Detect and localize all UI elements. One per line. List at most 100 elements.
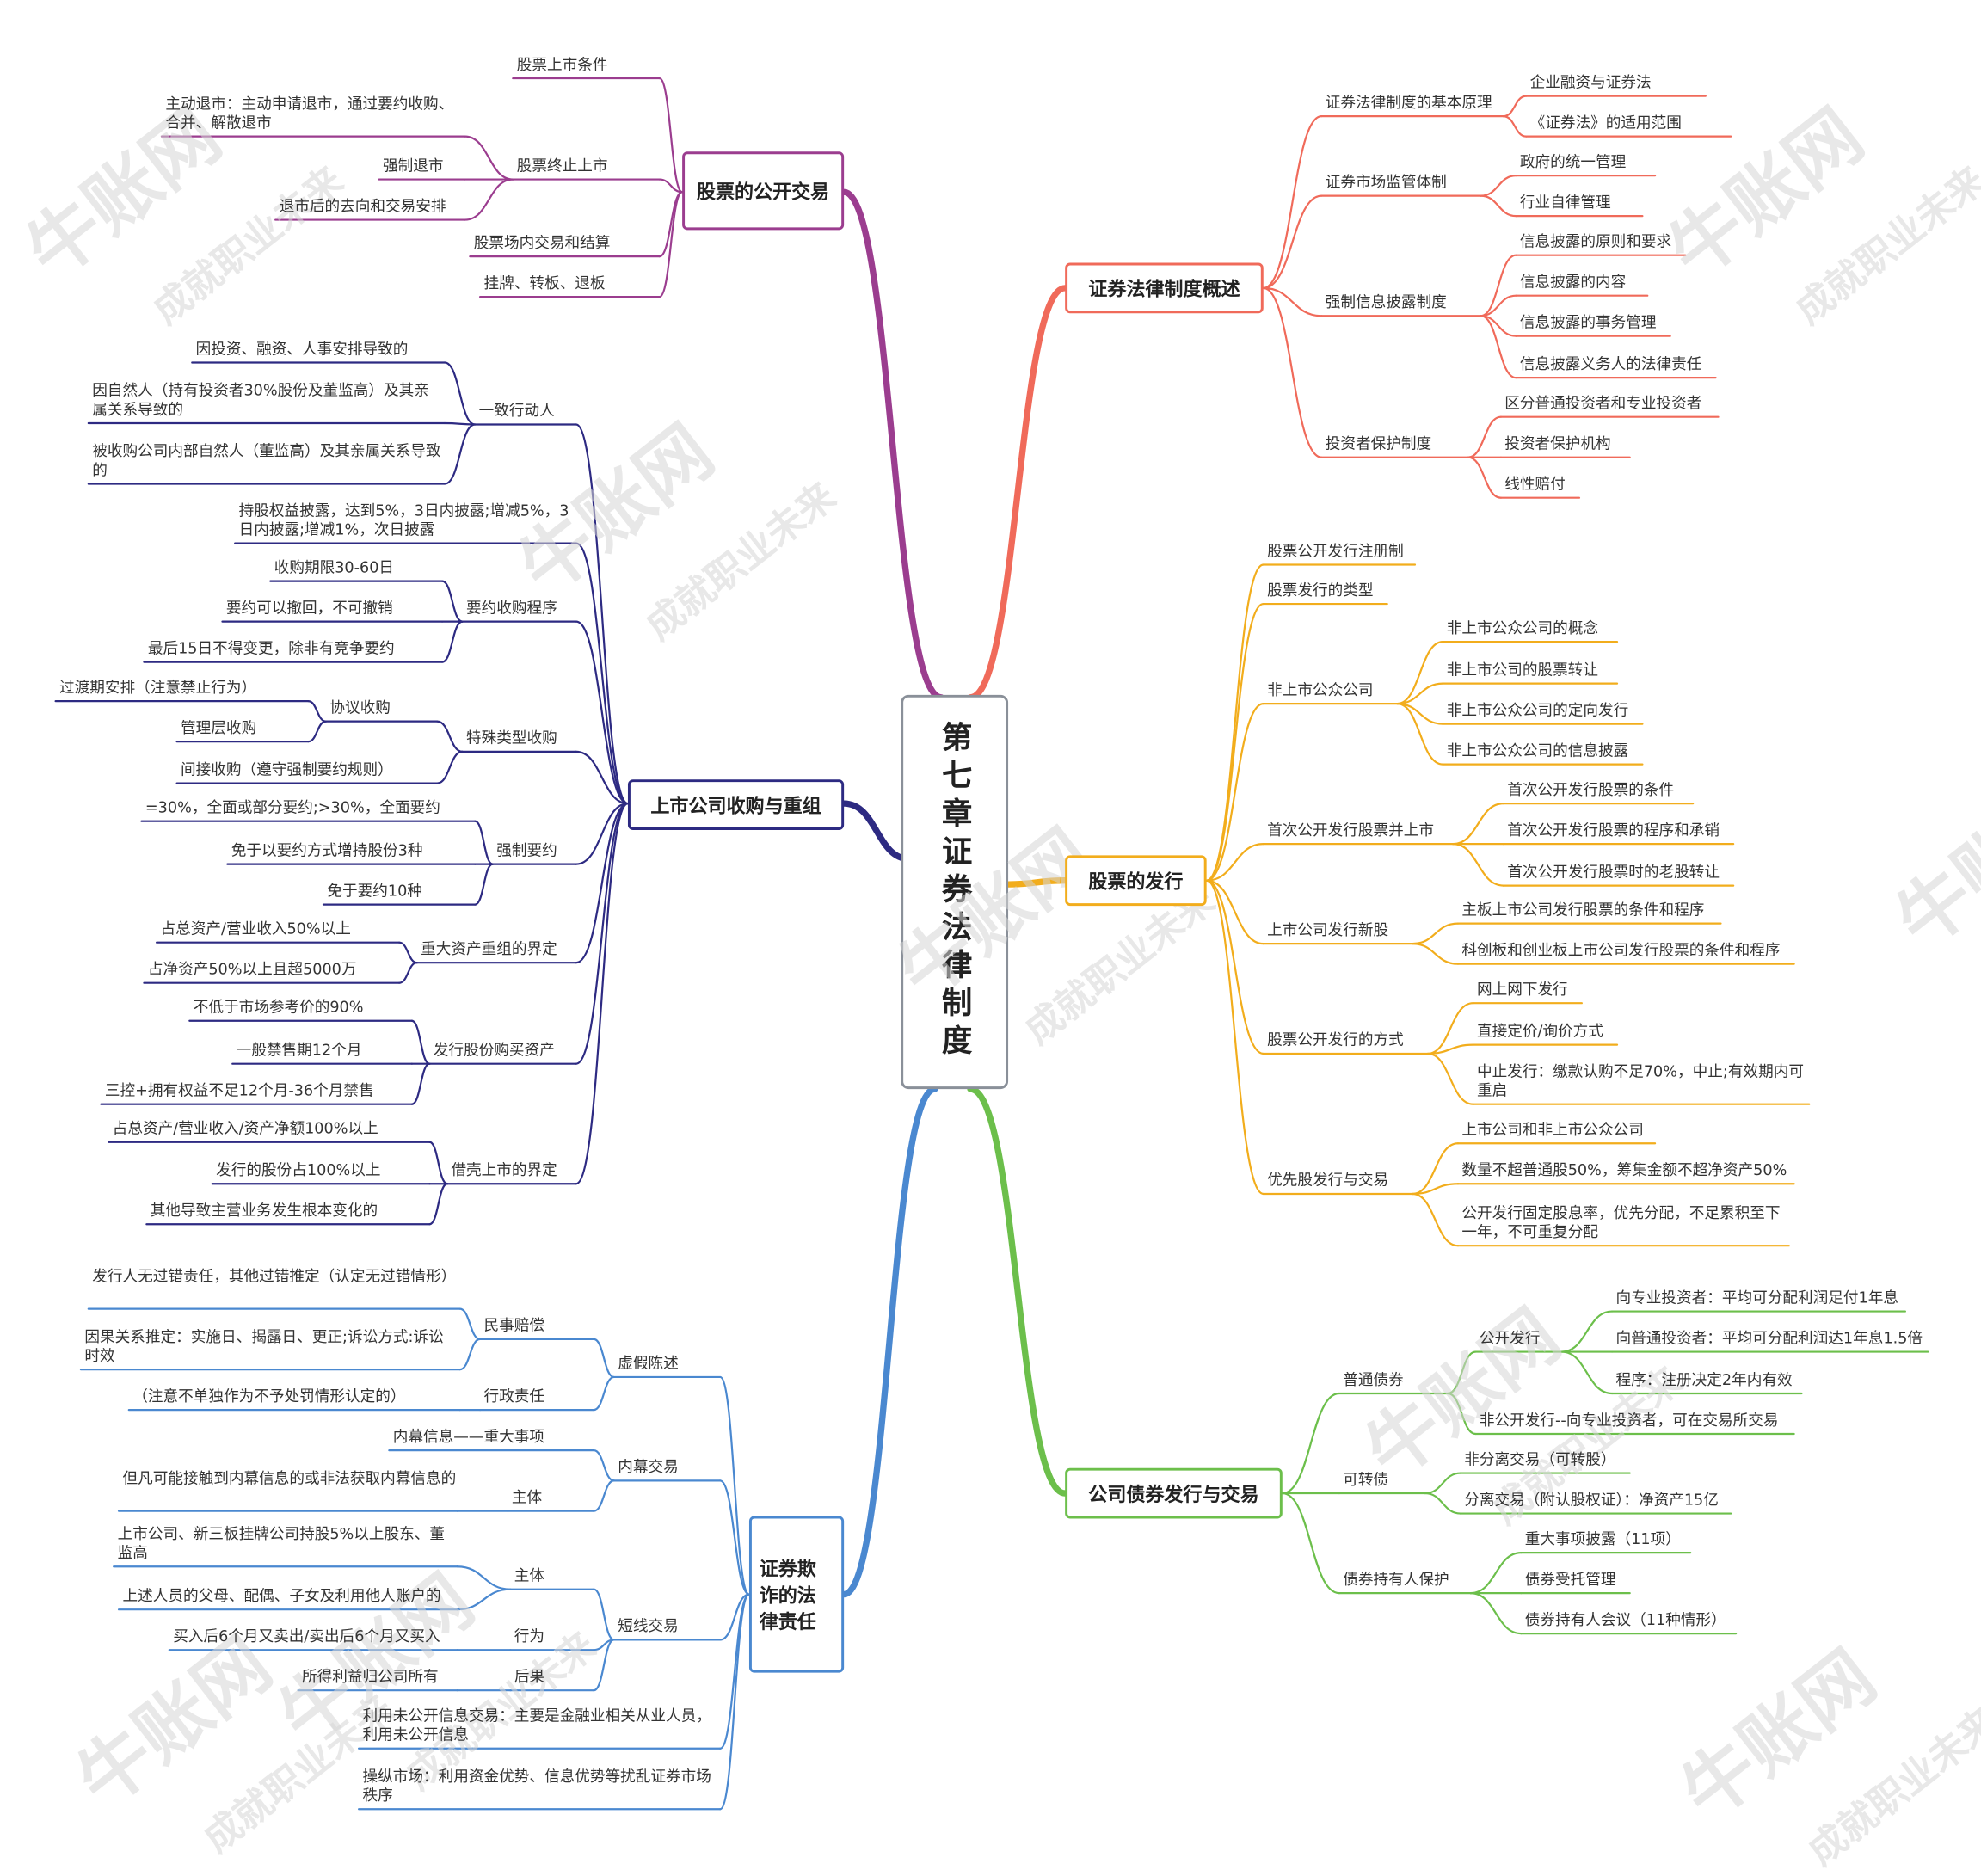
node-r2-7b[interactable]: 数量不超普通股50%，筹集金额不超净资产50% (1461, 1160, 1787, 1179)
node-b3-4[interactable]: 利用未公开信息交易：主要是金融业相关从业人员，利用未公开信息 (362, 1707, 711, 1744)
node-b3-3c[interactable]: 后果 (514, 1667, 545, 1686)
node-r3-1a3[interactable]: 程序：注册决定2年内有效 (1615, 1370, 1793, 1389)
node-b2-6b[interactable]: 占净资产50%以上且超5000万 (147, 960, 357, 978)
node-b3-3a[interactable]: 主体 (514, 1566, 545, 1584)
node-r1-3a[interactable]: 信息披露的原则和要求 (1519, 232, 1672, 250)
node-r2-1[interactable]: 股票公开发行注册制 (1267, 542, 1404, 560)
node-r2-5b[interactable]: 科创板和创业板上市公司发行股票的条件和程序 (1461, 941, 1781, 959)
node-r1-2[interactable]: 证券市场监管体制 (1325, 173, 1447, 191)
node-b2-8b[interactable]: 发行的股份占100%以上 (216, 1160, 381, 1179)
node-b3-3a2[interactable]: 上述人员的父母、配偶、子女及利用他人账户的 (122, 1586, 441, 1605)
node-b3-3b1[interactable]: 买入后6个月又卖出/卖出后6个月又买入 (173, 1627, 440, 1645)
node-b2-5b[interactable]: 免于以要约方式增持股份3种 (231, 841, 423, 859)
node-b3-1[interactable]: 虚假陈述 (618, 1354, 679, 1373)
node-r1-4[interactable]: 投资者保护制度 (1325, 434, 1432, 452)
branch-r2[interactable]: 股票的发行 (1065, 855, 1207, 907)
node-b2-3a[interactable]: 收购期限30-60日 (274, 558, 395, 576)
node-r2-6a[interactable]: 网上网下发行 (1476, 980, 1568, 999)
node-r1-3d[interactable]: 信息披露义务人的法律责任 (1519, 354, 1702, 373)
node-r1-2a[interactable]: 政府的统一管理 (1519, 152, 1627, 171)
node-b2-1c[interactable]: 被收购公司内部自然人（董监高）及其亲属关系导致的 (92, 442, 441, 479)
branch-b2[interactable]: 上市公司收购与重组 (627, 779, 845, 830)
node-b1-4[interactable]: 挂牌、转板、退板 (483, 274, 606, 292)
node-b3-1a1[interactable]: 发行人无过错责任，其他过错推定（认定无过错情形） (92, 1267, 457, 1285)
node-b2-5a[interactable]: =30%，全面或部分要约;>30%，全面要约 (145, 798, 440, 816)
node-b2-4b[interactable]: 间接收购（遵守强制要约规则） (181, 760, 393, 778)
node-r2-6[interactable]: 股票公开发行的方式 (1267, 1030, 1404, 1049)
node-r2-5[interactable]: 上市公司发行新股 (1267, 920, 1389, 939)
node-r1-3[interactable]: 强制信息披露制度 (1325, 292, 1447, 311)
node-b2-3b[interactable]: 要约可以撤回，不可撤销 (225, 599, 393, 617)
node-r3-3c[interactable]: 债券持有人会议（11种情形） (1524, 1610, 1726, 1629)
node-b2-7[interactable]: 发行股份购买资产 (433, 1041, 555, 1059)
node-b2-1[interactable]: 一致行动人 (478, 402, 555, 420)
node-r3-3b[interactable]: 债券受托管理 (1524, 1570, 1616, 1589)
node-b2-7a[interactable]: 不低于市场参考价的90% (193, 998, 364, 1016)
node-b2-6a[interactable]: 占总资产/营业收入50%以上 (160, 920, 351, 938)
node-b2-1b[interactable]: 因自然人（持有投资者30%股份及董监高）及其亲属关系导致的 (92, 381, 429, 419)
node-b3-3c1[interactable]: 所得利益归公司所有 (302, 1667, 439, 1686)
node-b2-1a[interactable]: 因投资、融资、人事安排导致的 (195, 340, 409, 358)
node-r3-1b[interactable]: 非公开发行--向专业投资者，可在交易所交易 (1479, 1411, 1779, 1430)
node-b1-2b[interactable]: 强制退市 (383, 157, 444, 175)
node-b3-3[interactable]: 短线交易 (618, 1617, 679, 1635)
node-r3-1a1[interactable]: 向专业投资者：平均可分配利润足付1年息 (1615, 1289, 1899, 1307)
node-b3-1b[interactable]: 行政责任 (483, 1387, 545, 1405)
node-b2-4a1[interactable]: 过渡期安排（注意禁止行为） (59, 678, 257, 697)
node-b2-3[interactable]: 要约收购程序 (465, 599, 557, 617)
node-r3-2[interactable]: 可转债 (1343, 1470, 1389, 1489)
node-r2-4c[interactable]: 首次公开发行股票时的老股转让 (1507, 863, 1720, 881)
node-r3-1a2[interactable]: 向普通投资者：平均可分配利润达1年息1.5倍 (1615, 1329, 1923, 1347)
node-r2-6c[interactable]: 中止发行：缴款认购不足70%，中止;有效期内可重启 (1476, 1062, 1804, 1099)
node-b1-1[interactable]: 股票上市条件 (516, 55, 608, 74)
node-r2-3d[interactable]: 非上市公众公司的信息披露 (1446, 741, 1629, 760)
node-r2-5a[interactable]: 主板上市公司发行股票的条件和程序 (1461, 901, 1705, 919)
branch-b1[interactable]: 股票的公开交易 (682, 151, 845, 231)
node-b2-4a[interactable]: 协议收购 (329, 698, 391, 717)
node-r2-7c[interactable]: 公开发行固定股息率，优先分配，不足累积至下一年，不可重复分配 (1461, 1203, 1781, 1241)
node-r2-4[interactable]: 首次公开发行股票并上市 (1267, 821, 1435, 840)
node-b2-2[interactable]: 持股权益披露，达到5%，3日内披露;增减5%，3日内披露;增减1%，次日披露 (238, 501, 569, 538)
node-r3-3[interactable]: 债券持有人保护 (1343, 1570, 1449, 1589)
node-b2-5[interactable]: 强制要约 (496, 841, 557, 859)
node-r2-6b[interactable]: 直接定价/询价方式 (1476, 1022, 1603, 1040)
node-r2-7[interactable]: 优先股发行与交易 (1267, 1171, 1389, 1190)
node-r3-3a[interactable]: 重大事项披露（11项） (1524, 1529, 1681, 1548)
node-b2-8a[interactable]: 占总资产/营业收入/资产净额100%以上 (112, 1119, 378, 1137)
node-r2-3[interactable]: 非上市公众公司 (1267, 680, 1374, 699)
node-b2-8c[interactable]: 其他导致主营业务发生根本变化的 (150, 1201, 378, 1220)
node-b3-2a[interactable]: 内幕信息——重大事项 (392, 1427, 545, 1446)
node-b2-8[interactable]: 借壳上市的界定 (451, 1160, 557, 1179)
branch-r3[interactable]: 公司债券发行与交易 (1065, 1467, 1283, 1519)
node-b1-2c[interactable]: 退市后的去向和交易安排 (279, 197, 446, 215)
node-r2-3c[interactable]: 非上市公众公司的定向发行 (1446, 701, 1629, 719)
node-b2-7b[interactable]: 一般禁售期12个月 (236, 1041, 362, 1059)
node-b3-2b[interactable]: 主体 (511, 1488, 543, 1506)
node-b1-2[interactable]: 股票终止上市 (516, 157, 608, 175)
branch-b3[interactable]: 证券欺诈的法律责任 (748, 1516, 845, 1673)
node-r2-4a[interactable]: 首次公开发行股票的条件 (1507, 780, 1675, 799)
node-r1-4b[interactable]: 投资者保护机构 (1504, 434, 1611, 452)
node-b3-2b1[interactable]: 但凡可能接触到内幕信息的或非法获取内幕信息的 (122, 1469, 457, 1487)
node-b3-3a1[interactable]: 上市公司、新三板挂牌公司持股5%以上股东、董监高 (117, 1524, 446, 1562)
node-r2-7a[interactable]: 上市公司和非上市公众公司 (1461, 1120, 1644, 1139)
node-r2-4b[interactable]: 首次公开发行股票的程序和承销 (1507, 821, 1720, 840)
node-r1-1a[interactable]: 企业融资与证券法 (1529, 73, 1652, 91)
node-b3-2[interactable]: 内幕交易 (618, 1457, 679, 1476)
node-r2-2[interactable]: 股票发行的类型 (1267, 581, 1374, 600)
node-b3-5[interactable]: 操纵市场：利用资金优势、信息优势等扰乱证券市场秩序 (362, 1767, 711, 1805)
node-r1-1b[interactable]: 《证券法》的适用范围 (1529, 114, 1682, 132)
node-r1-4a[interactable]: 区分普通投资者和专业投资者 (1504, 394, 1702, 412)
branch-r1[interactable]: 证券法律制度概述 (1065, 262, 1264, 314)
node-b3-1a[interactable]: 民事赔偿 (483, 1316, 545, 1334)
node-r1-1[interactable]: 证券法律制度的基本原理 (1325, 93, 1492, 112)
node-b2-5c[interactable]: 免于要约10种 (327, 882, 422, 900)
node-b2-6[interactable]: 重大资产重组的界定 (421, 939, 557, 958)
node-r2-3b[interactable]: 非上市公司的股票转让 (1446, 661, 1598, 679)
node-r1-2b[interactable]: 行业自律管理 (1519, 193, 1611, 212)
node-b3-3b[interactable]: 行为 (514, 1627, 545, 1645)
node-r3-2b[interactable]: 分离交易（附认股权证）：净资产15亿 (1464, 1491, 1719, 1509)
node-b2-7c[interactable]: 三控+拥有权益不足12个月-36个月禁售 (104, 1081, 374, 1099)
node-b1-3[interactable]: 股票场内交易和结算 (473, 233, 611, 252)
central-topic[interactable]: 第七章证券法律制度 (901, 694, 1009, 1090)
